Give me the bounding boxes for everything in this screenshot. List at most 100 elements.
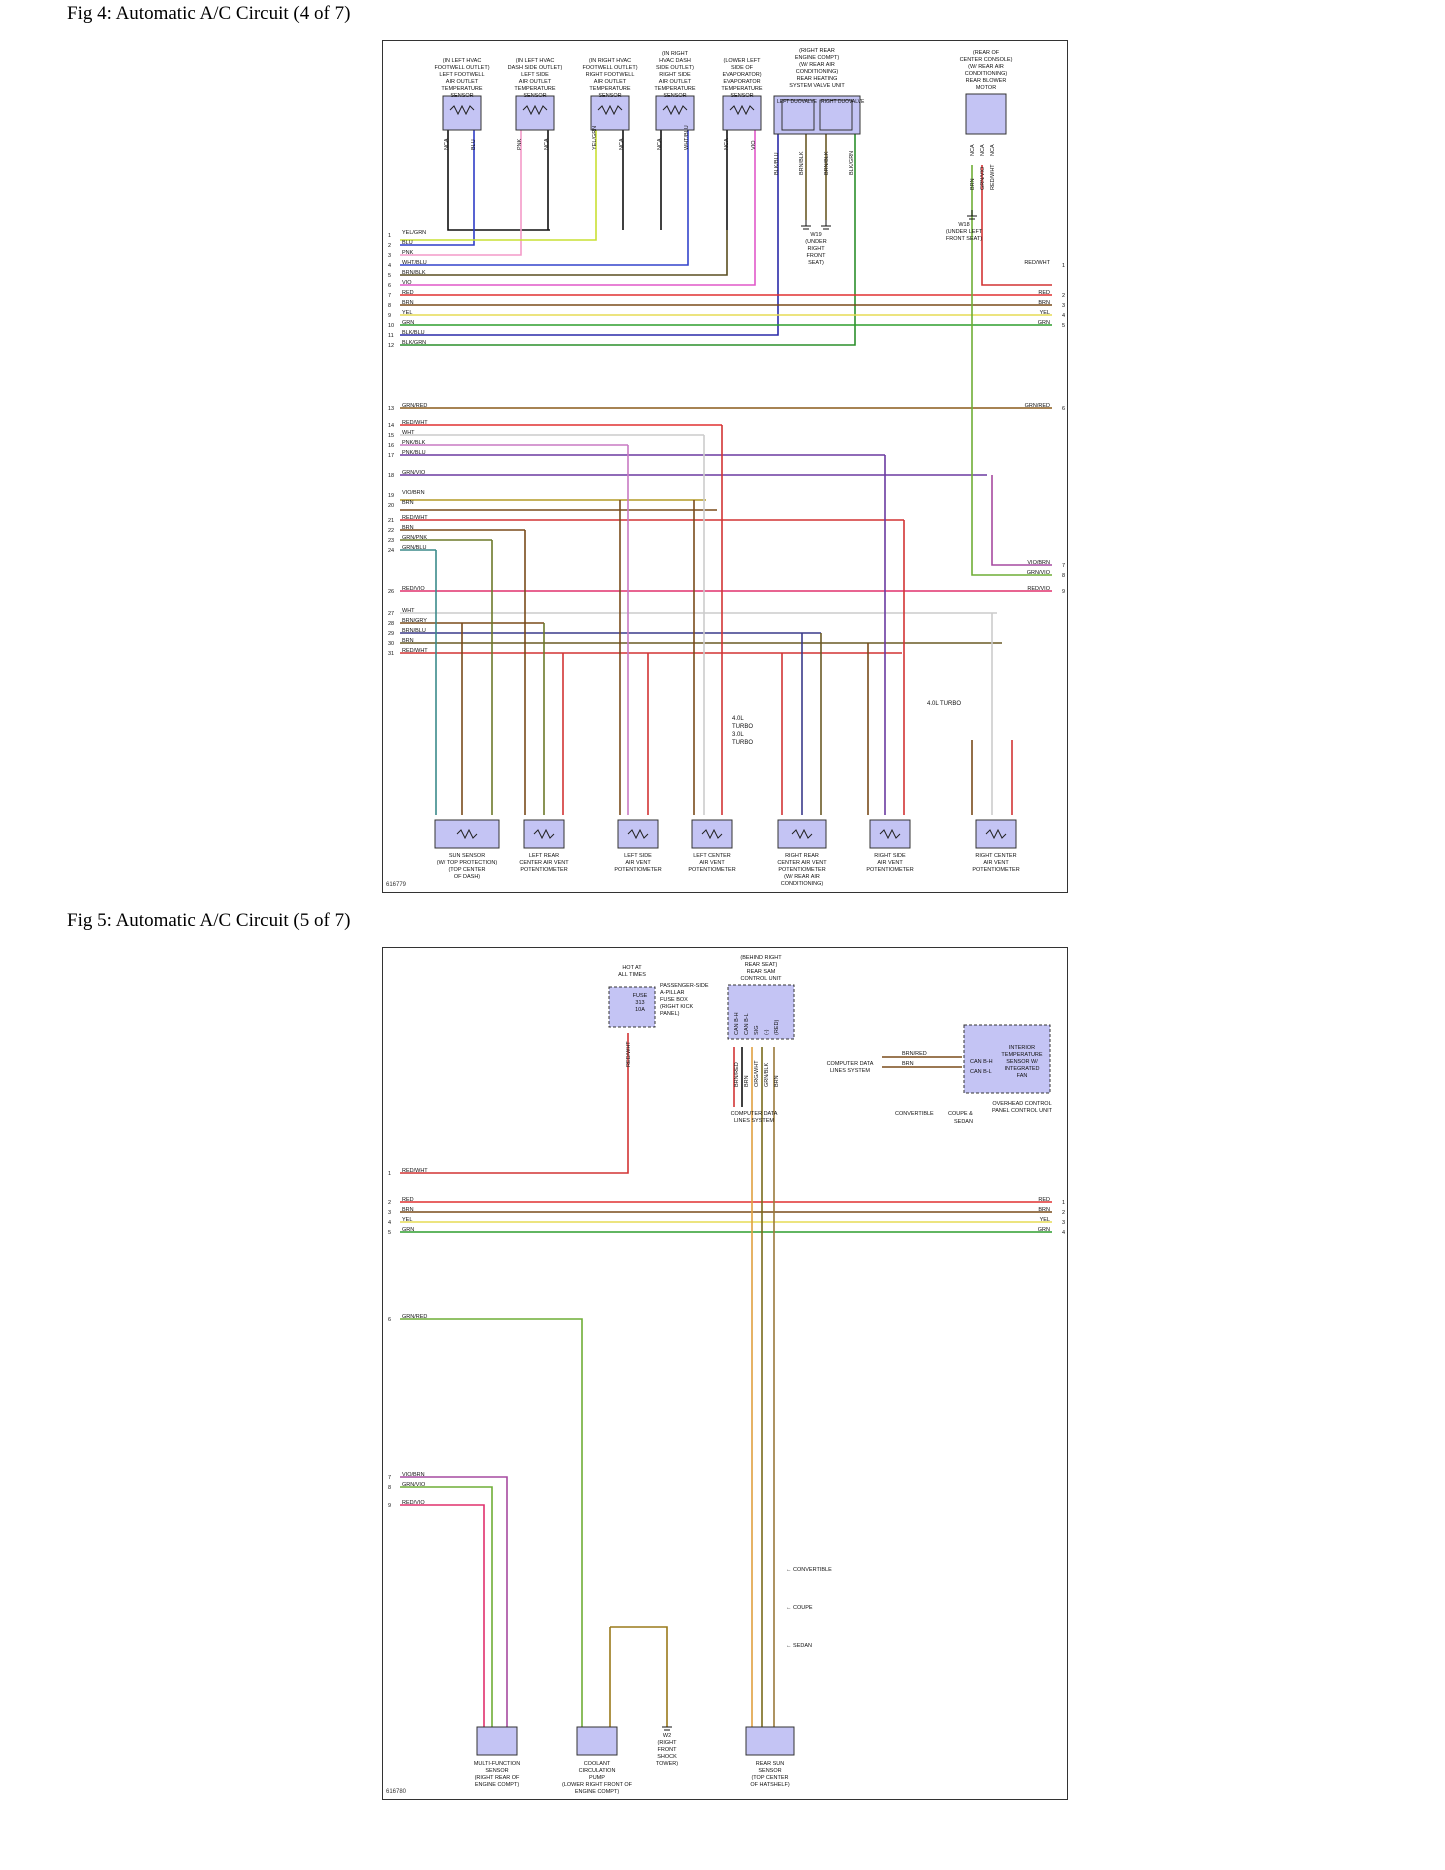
wire-number: 9 (388, 1503, 391, 1509)
overhead-name-line: PANEL CONTROL UNIT (992, 1108, 1053, 1114)
wire-color-label: RED (402, 1197, 414, 1203)
component-caption-line: AIR VENT (983, 860, 1009, 866)
wire-color-label: YEL/GRN (402, 230, 426, 236)
w19-caption-line: RIGHT (807, 246, 825, 252)
sensor-label: AIR OUTLET (594, 79, 627, 85)
wire-color-label: GRN/PNK (402, 535, 427, 541)
wire-number: 10 (388, 323, 394, 329)
wire-color-label: YEL (402, 310, 412, 316)
overhead-note: COUPE & (948, 1111, 973, 1117)
w18-caption-line: W18 (958, 222, 969, 228)
sensor-pin-wire: YEL/GRN (592, 126, 598, 150)
wire-number: 4 (1062, 1230, 1065, 1236)
sensor-label: SENSOR (598, 93, 621, 99)
fig4-bottom-components: SUN SENSOR(W/ TOP PROTECTION)(TOP CENTER… (434, 819, 1020, 887)
component-caption-line: W2 (663, 1733, 671, 1739)
sensor-label: RIGHT SIDE (659, 72, 691, 78)
component-caption-line: OF HATSHELF) (750, 1782, 789, 1788)
component-caption-line: RIGHT REAR (785, 853, 819, 859)
duovalve-caption-line: CONDITIONING) (796, 69, 839, 75)
sensor-pin-wire: PNK (517, 138, 523, 150)
component-caption-line: AIR VENT (877, 860, 903, 866)
overhead-pin: CAN B-L (970, 1069, 992, 1075)
wire-color-label: GRN/VIO (402, 470, 426, 476)
overhead-control-panel (963, 1024, 1051, 1094)
wire-color-label: BRN (402, 500, 414, 506)
sensor-label: DASH SIDE OUTLET) (508, 65, 563, 71)
wire-color-label: WHT (402, 608, 415, 614)
wire-color-label: GRN/VIO (1027, 570, 1051, 576)
wire-number: 31 (388, 651, 394, 657)
sensor-label: TEMPERATURE (654, 86, 695, 92)
wire-color-label: BRN (402, 1207, 414, 1213)
cdl-line: COMPUTER DATA (731, 1111, 778, 1117)
fig4-diagram: 616779 (382, 40, 1068, 893)
component-caption-line: (W/ REAR AIR (784, 874, 820, 880)
wire-number: 1 (388, 1171, 391, 1177)
fig5-id: 616780 (386, 1789, 407, 1795)
wire-number: 21 (388, 518, 394, 524)
wire-color-label: VIO (402, 280, 412, 286)
sensor-pin-wire: NCA (619, 138, 625, 150)
component-caption-line: SUN SENSOR (449, 853, 485, 859)
wire-number: 15 (388, 433, 394, 439)
fuse-wire-label: RED/WHT (626, 1041, 632, 1067)
fig4-wires (400, 130, 1052, 815)
component-caption-line: MULTI-FUNCTION (474, 1761, 520, 1767)
component-caption-line: POTENTIOMETER (778, 867, 825, 873)
overhead-label-line: INTEGRATED (1004, 1066, 1039, 1072)
wire-color-label: GRN (1038, 1227, 1050, 1233)
wire-color-label: GRN (402, 320, 414, 326)
wire-color-label: BRN/GRY (402, 618, 427, 624)
wire-color-label: BRN (402, 300, 414, 306)
sensor-label: SENSOR (450, 93, 473, 99)
sensor-label: AIR OUTLET (659, 79, 692, 85)
component-caption-line: RIGHT CENTER (975, 853, 1016, 859)
wire-number: 29 (388, 631, 394, 637)
fig4-id: 616779 (386, 882, 407, 888)
sam-wire: GRN/BLK (764, 1063, 770, 1087)
fuse-label-line: (RIGHT KICK (660, 1004, 694, 1010)
wire-number: 4 (388, 1220, 391, 1226)
wire-color-label: RED (402, 290, 414, 296)
overhead-label-line: SENSOR W/ (1006, 1059, 1038, 1065)
sensor-label: TEMPERATURE (514, 86, 555, 92)
wire-number: 9 (1062, 589, 1065, 595)
wire-number: 2 (1062, 1210, 1065, 1216)
wire-color-label: VIO/BRN (402, 1472, 425, 1478)
overhead-wire: BRN (902, 1061, 914, 1067)
component-caption-line: ENGINE COMPT) (575, 1789, 619, 1795)
sensor-pin-wire: WHT/BLU (684, 125, 690, 150)
sam-caption-line: (BEHIND RIGHT (740, 955, 782, 961)
duovalve-caption-line: (W/ REAR AIR (799, 62, 835, 68)
wire-number: 1 (388, 233, 391, 239)
w19-caption-line: SEAT) (808, 260, 824, 266)
turbo-note-3: TURBO (732, 724, 753, 730)
rear-sam-control-unit (727, 984, 795, 1040)
sensor-pin-wire: NCA (657, 138, 663, 150)
wire-color-label: RED/WHT (1024, 260, 1050, 266)
rear-blower-motor (965, 93, 1007, 135)
wire-number: 1 (1062, 263, 1065, 269)
wire-number: 2 (1062, 293, 1065, 299)
wire-color-label: RED (1038, 290, 1050, 296)
wire-color-label: PNK/BLU (402, 450, 426, 456)
sensor-label: AIR OUTLET (446, 79, 479, 85)
sam-caption-line: CONTROL UNIT (740, 976, 782, 982)
component-caption-line: (LOWER RIGHT FRONT OF (562, 1782, 633, 1788)
sensor-label: (IN LEFT HVAC (443, 58, 482, 64)
component-caption-line: FRONT (658, 1747, 678, 1753)
wire-number: 11 (388, 333, 394, 339)
blower-pin-wire: RED/WHT (990, 164, 996, 190)
wire-color-label: RED/WHT (402, 515, 428, 521)
component-caption-line: OF DASH) (454, 874, 480, 880)
